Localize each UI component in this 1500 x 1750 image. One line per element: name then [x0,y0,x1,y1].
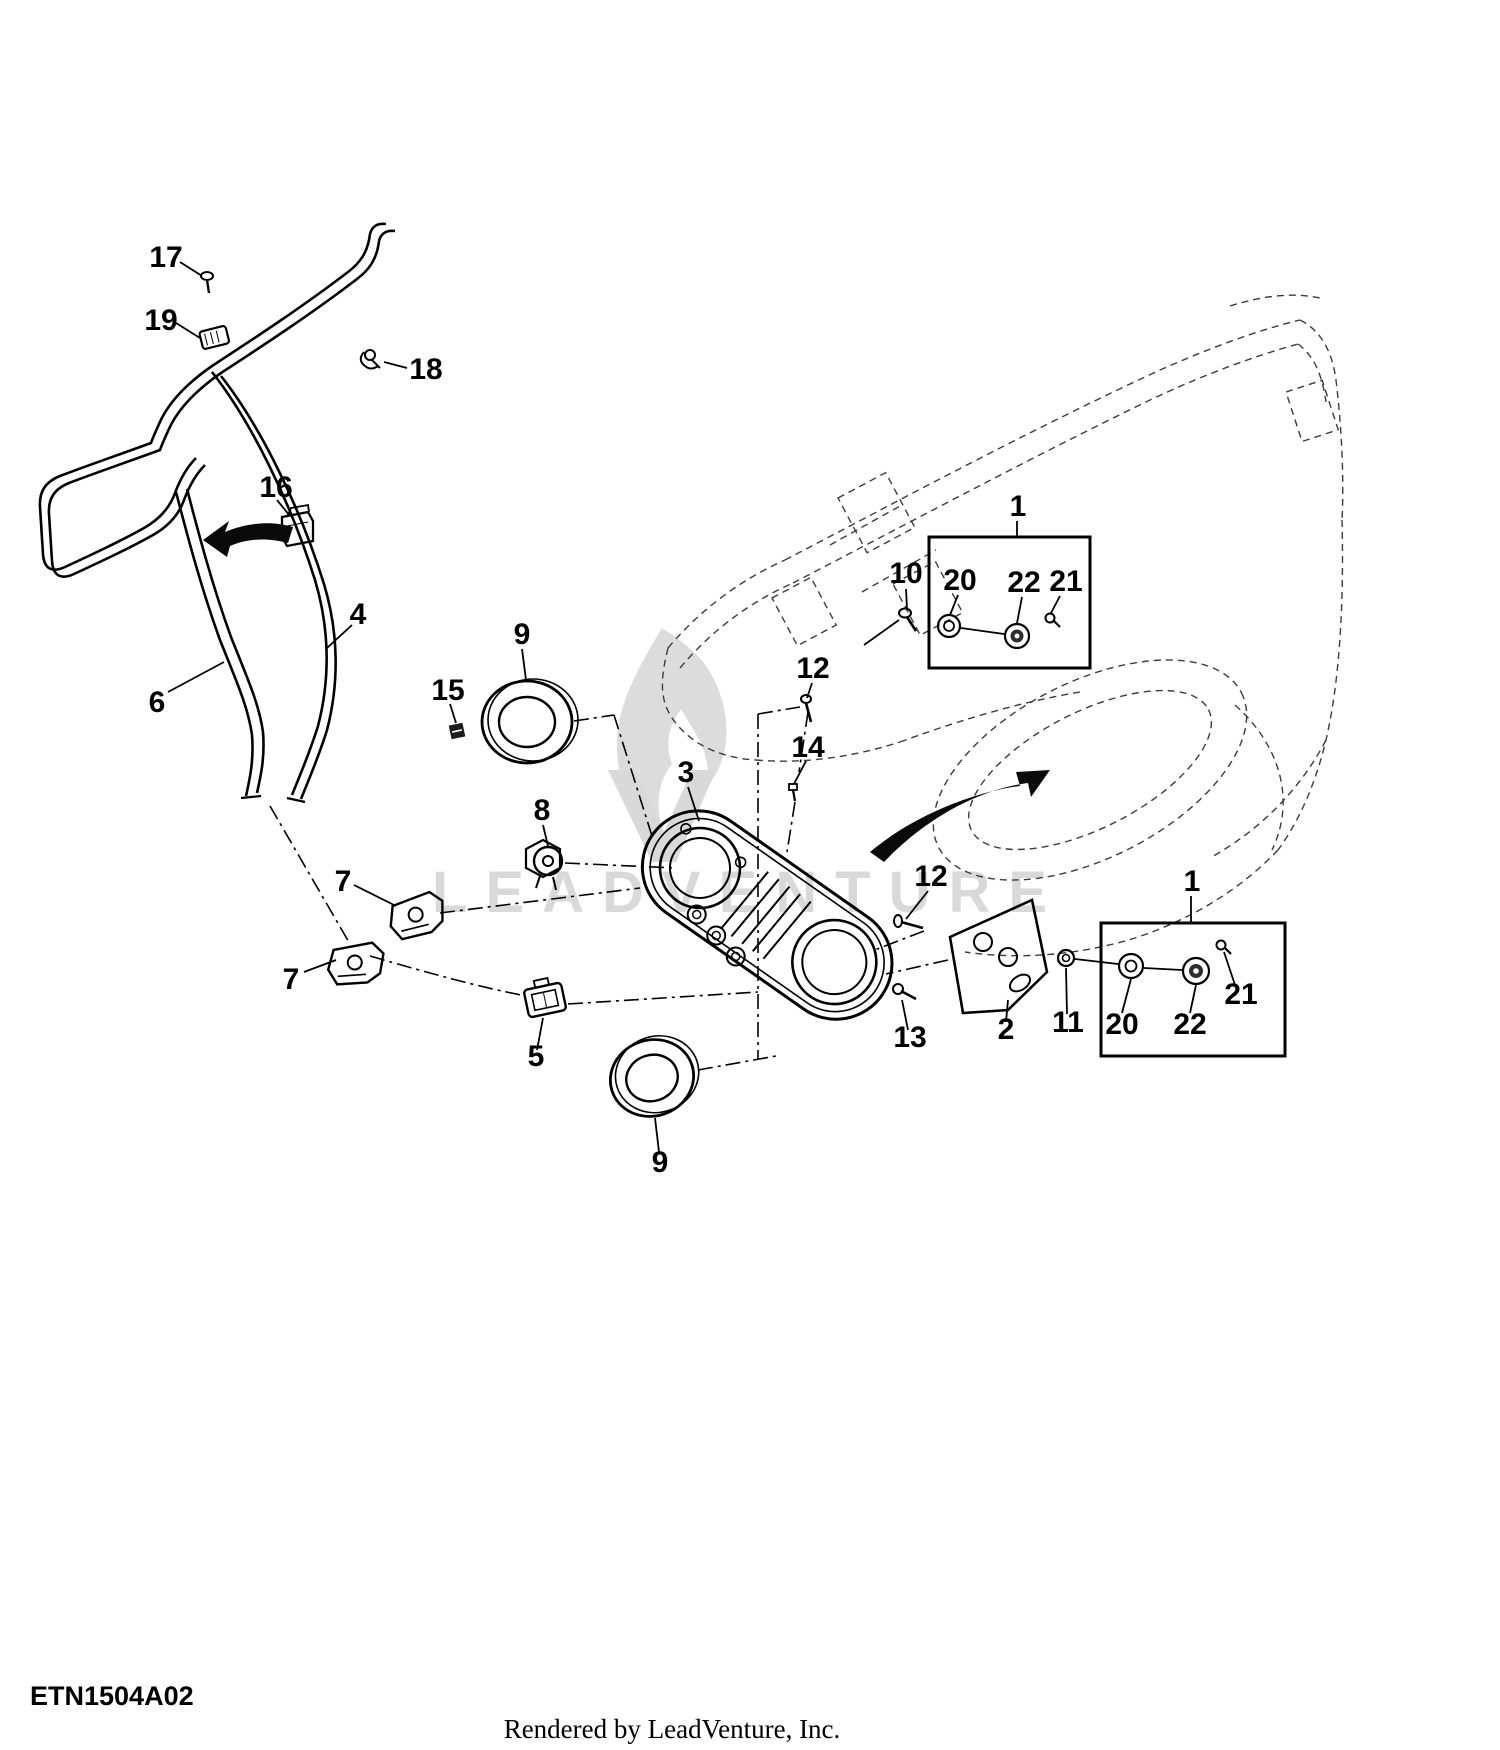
connector-5 [523,976,567,1019]
bracket-7-lower [326,941,385,986]
callout-labels: 17 19 18 16 4 9 15 6 1 10 20 22 21 12 14… [144,241,1257,1179]
screw-17-icon [200,271,214,294]
screw-12-lower [893,914,924,930]
leadventure-flame-logo [616,628,727,828]
screw-15 [448,722,466,740]
nut-20-lower-icon [1117,952,1145,980]
callout-14: 14 [791,731,825,764]
callout-12-b: 12 [914,860,947,893]
callout-7-a: 7 [335,865,352,898]
clip-18-icon [359,349,381,370]
nut-20-upper-icon [936,613,962,639]
screw-13 [892,983,917,1001]
hardware-box-upper [863,535,1092,670]
screw-21-upper-icon [1044,612,1061,628]
callout-8: 8 [534,794,551,827]
leader-lines [167,261,1236,1153]
callout-19: 19 [144,304,177,337]
direction-arrow-right [870,770,1050,862]
callout-21-b: 21 [1224,978,1257,1011]
callout-6: 6 [149,686,166,719]
callout-15: 15 [431,674,464,707]
bolt-10-icon [898,607,918,632]
wiring-harness [38,222,396,804]
callout-9-a: 9 [514,618,531,651]
callout-22-b: 22 [1173,1008,1206,1041]
grommet-ring-upper [480,678,579,765]
callout-7-b: 7 [283,963,300,996]
callout-4: 4 [350,598,367,631]
watermark: LEADVENTURE [432,628,1047,925]
callout-10: 10 [889,557,922,590]
hardware-box-lower [1056,921,1287,1058]
nut-11-icon [1056,948,1076,968]
light-switch-8 [524,838,564,891]
diagram-code: ETN1504A02 [30,1681,194,1711]
render-credit: Rendered by LeadVenture, Inc. [504,1714,841,1744]
clamp-19 [198,325,231,350]
callout-20-b: 20 [1105,1008,1138,1041]
callout-12-a: 12 [796,652,829,685]
callout-17: 17 [149,241,182,274]
screw-21-lower-icon [1215,939,1232,955]
callout-11: 11 [1052,1006,1084,1039]
leadventure-v-logo [608,770,716,862]
callout-18: 18 [409,353,442,386]
callout-16: 16 [259,471,292,504]
callout-3: 3 [678,756,695,789]
grommet-ring-lower [608,1035,700,1118]
callout-9-b: 9 [652,1146,669,1179]
centerlines [269,706,949,1071]
callout-1-a: 1 [1010,490,1027,523]
mounting-plate-2 [948,898,1049,1015]
screw-14 [788,783,798,802]
socket-22-upper-icon [1003,622,1031,650]
callout-20-a: 20 [943,564,976,597]
callout-22-a: 22 [1007,566,1040,599]
headlight-bezel-3 [640,809,894,1021]
bracket-7-upper [389,890,444,941]
callout-2: 2 [998,1013,1015,1046]
socket-22-lower-icon [1181,956,1211,986]
screw-12-upper [800,694,813,723]
callout-21-a: 21 [1049,565,1082,598]
tractor-hood-ghost [661,294,1344,957]
callout-5: 5 [528,1040,545,1073]
callout-13: 13 [893,1021,926,1054]
direction-arrow-left [203,521,293,557]
callout-1-b: 1 [1184,865,1201,898]
